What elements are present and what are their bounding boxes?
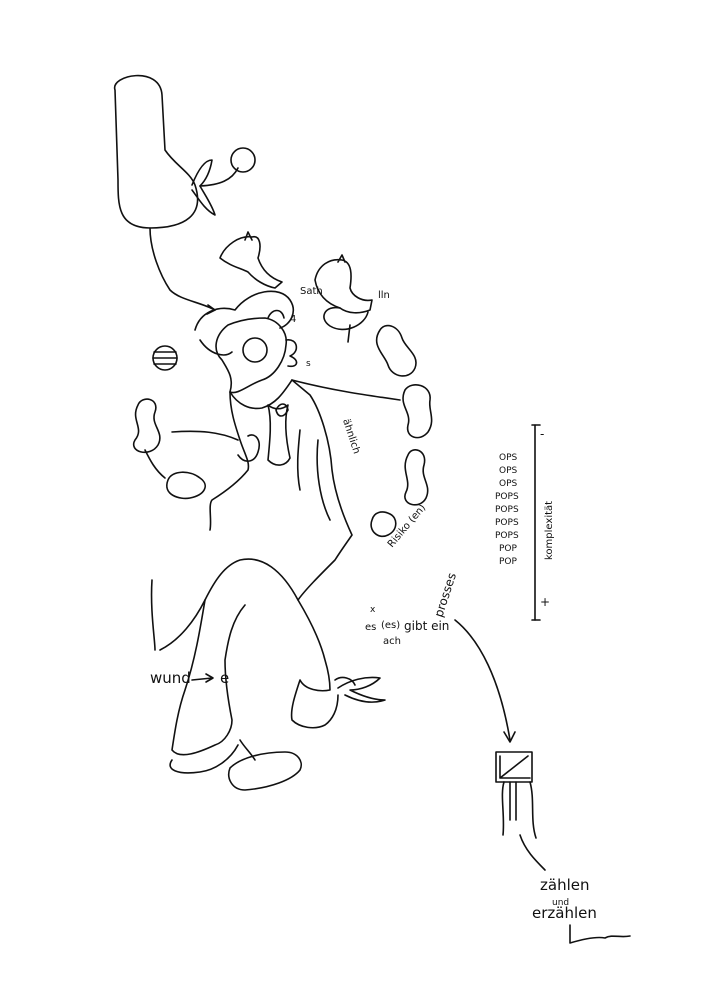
body-left-side — [209, 391, 250, 531]
label-pops-4: POPS — [495, 531, 519, 541]
hat-curl — [194, 290, 295, 331]
label-erzahlen: erzählen — [532, 904, 597, 922]
hand-left — [237, 434, 260, 462]
graph-box — [495, 751, 533, 783]
shirt-line — [296, 429, 301, 491]
squirrel-left — [219, 231, 283, 289]
label-prosses: prosses — [432, 571, 459, 619]
label-und: und — [552, 898, 569, 908]
ball-stripes — [152, 351, 178, 365]
arrow-to-blob-5 — [144, 449, 166, 479]
label-pops-1: POPS — [495, 492, 519, 502]
head-outline — [215, 317, 288, 394]
rock-arrow — [239, 739, 256, 761]
label-lln: lln — [378, 290, 390, 301]
label-pops-2: POPS — [495, 505, 519, 515]
foot-left — [169, 744, 239, 774]
label-gibt-ein: gibt ein — [404, 619, 449, 633]
label-sath: Sath — [300, 286, 323, 297]
balloon-circle — [230, 147, 256, 173]
graph-line — [499, 755, 531, 779]
connector-line-right — [454, 619, 511, 741]
label-pop-2: POP — [499, 557, 518, 567]
body-outline — [159, 379, 353, 651]
label-ops-2: OPS — [499, 466, 518, 476]
label-plus: + — [540, 595, 550, 609]
label-s: s — [306, 359, 311, 369]
ankle-bow — [337, 676, 386, 703]
label-ach: ach — [383, 636, 401, 647]
squirrel-right — [314, 254, 373, 314]
label-e: e — [220, 669, 229, 687]
label-x: x — [370, 605, 376, 615]
label-minus: - — [540, 427, 544, 441]
blob-1 — [375, 324, 417, 377]
label-risiko: Risiko (en) — [386, 502, 428, 550]
label-four: 4 — [290, 314, 296, 325]
leg-line-left — [150, 579, 156, 651]
label-es: es — [365, 622, 376, 633]
blob-6 — [370, 511, 397, 538]
tie — [267, 404, 291, 466]
label-komplexitat: komplexität — [544, 501, 555, 560]
signature — [569, 924, 631, 944]
leg-left — [171, 599, 246, 756]
blob-4 — [132, 398, 161, 454]
arm-left — [171, 430, 239, 441]
box-legs — [501, 781, 537, 839]
wund-arrow — [191, 673, 214, 683]
label-pops-3: POPS — [495, 518, 519, 528]
squirrel-right-legs — [347, 324, 351, 343]
blob-2 — [402, 384, 433, 439]
label-es-paren: (es) — [381, 620, 400, 631]
vest-line — [316, 439, 331, 521]
ear-curl — [285, 339, 298, 368]
leg-right — [290, 599, 339, 729]
label-ops-3: OPS — [499, 479, 518, 489]
label-wund: wund — [150, 669, 191, 687]
rock — [228, 751, 302, 791]
clown-nose — [242, 337, 268, 363]
arrow-to-blob-2 — [291, 379, 401, 401]
squirrel-right-tail — [323, 306, 369, 331]
label-ops-1: OPS — [499, 453, 518, 463]
blob-3 — [404, 449, 429, 506]
connector-line-bottom — [519, 834, 546, 871]
boot-right-strap — [334, 676, 356, 686]
label-zahlen: zählen — [540, 876, 589, 894]
connector-line-top — [149, 227, 216, 311]
brim — [199, 339, 233, 356]
label-ahnlich: ähnlich — [340, 418, 362, 456]
hair-bun — [267, 309, 285, 319]
blob-5 — [166, 471, 206, 500]
collar — [275, 403, 289, 417]
label-pop-1: POP — [499, 544, 518, 554]
boot-shape — [114, 74, 199, 229]
arrowhead-right — [503, 731, 516, 743]
